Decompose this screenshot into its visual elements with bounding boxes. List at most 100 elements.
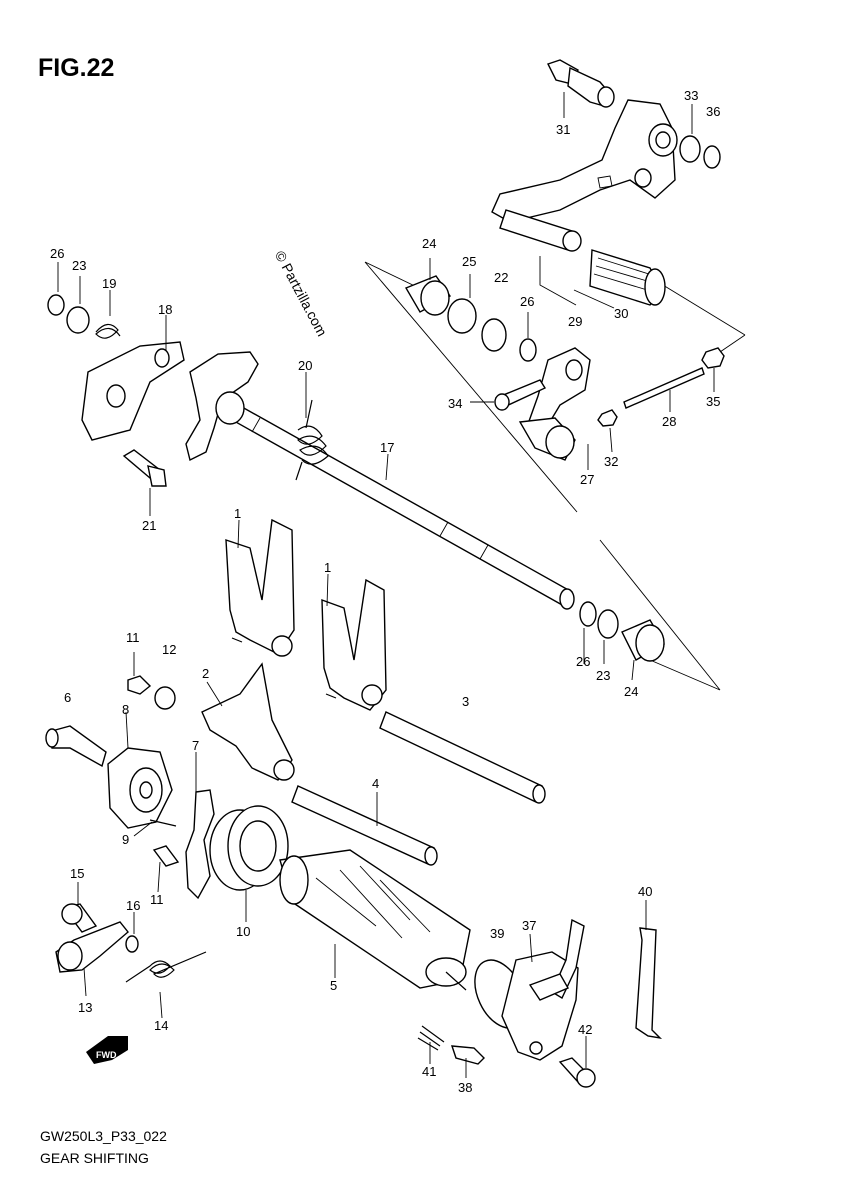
- callout-21: 21: [142, 518, 156, 533]
- callout-8: 8: [122, 702, 129, 717]
- fork-shaft-3: [379, 711, 546, 804]
- figure-title: FIG.22: [38, 54, 115, 82]
- callout-39: 39: [490, 926, 504, 941]
- callout-26c: 26: [576, 654, 590, 669]
- callout-2: 2: [202, 666, 209, 681]
- shift-fork-2: [201, 662, 295, 781]
- assembly-bracket: [364, 261, 746, 691]
- callout-40: 40: [638, 884, 652, 899]
- callout-36: 36: [706, 104, 720, 119]
- callout-28: 28: [662, 414, 676, 429]
- fwd-arrow-icon: FWD: [86, 1036, 128, 1064]
- shift-link-arm: [518, 347, 591, 461]
- return-spring: [295, 399, 329, 481]
- washer-33: [679, 135, 701, 163]
- leader-lines: [57, 92, 715, 1078]
- shift-fork-1-lower: [321, 578, 387, 711]
- washer-12: [154, 686, 176, 710]
- circlip-26-right: [579, 601, 597, 627]
- washer-22: [481, 318, 507, 352]
- fork-shaft-4: [291, 785, 438, 866]
- callout-24a: 24: [422, 236, 436, 251]
- callout-37: 37: [522, 918, 536, 933]
- shift-rod-28: [623, 367, 705, 409]
- circlip-36: [703, 145, 721, 169]
- nut-35: [701, 347, 725, 369]
- washer-23-right: [597, 609, 619, 639]
- callout-22: 22: [494, 270, 508, 285]
- callout-42: 42: [578, 1022, 592, 1037]
- callout-13: 13: [78, 1000, 92, 1015]
- oil-seal-25: [447, 298, 477, 334]
- callout-27: 27: [580, 472, 594, 487]
- callout-4: 4: [372, 776, 379, 791]
- callout-17: 17: [380, 440, 394, 455]
- callout-15: 15: [70, 866, 84, 881]
- callout-19: 19: [102, 276, 116, 291]
- callout-14: 14: [154, 1018, 168, 1033]
- callout-32: 32: [604, 454, 618, 469]
- callout-11a: 11: [126, 630, 140, 645]
- bush-24-right: [621, 619, 665, 662]
- callout-35: 35: [706, 394, 720, 409]
- gearshift-lever: [491, 99, 678, 252]
- bolt-11-lower: [152, 845, 180, 867]
- bolt-11-top: [127, 675, 152, 695]
- callout-26b: 26: [520, 294, 534, 309]
- pin-9: [149, 819, 177, 827]
- callout-38: 38: [458, 1080, 472, 1095]
- washer-16: [125, 935, 139, 953]
- callout-1a: 1: [234, 506, 241, 521]
- cam-plate-18: [81, 341, 185, 441]
- callout-41: 41: [422, 1064, 436, 1079]
- callout-12: 12: [162, 642, 176, 657]
- callout-23a: 23: [72, 258, 86, 273]
- callout-33: 33: [684, 88, 698, 103]
- nut-32: [597, 409, 618, 427]
- callout-25: 25: [462, 254, 476, 269]
- circlip-26-top: [519, 338, 537, 362]
- spring-14: [125, 951, 207, 983]
- callout-5: 5: [330, 978, 337, 993]
- callout-23b: 23: [596, 668, 610, 683]
- gearshift-cam-drum: [279, 849, 471, 991]
- washer-23-top: [66, 306, 90, 334]
- pin-6: [45, 725, 107, 768]
- callout-26a: 26: [50, 246, 64, 261]
- spring-19: [95, 323, 121, 339]
- callout-11b: 11: [150, 892, 164, 907]
- callout-29: 29: [568, 314, 582, 329]
- diagram-name: GEAR SHIFTING: [40, 1150, 149, 1166]
- wire-40: [635, 927, 663, 1040]
- callout-16: 16: [126, 898, 140, 913]
- plate-7: [185, 789, 215, 900]
- callout-20: 20: [298, 358, 312, 373]
- callout-10: 10: [236, 924, 250, 939]
- bush-24-top: [404, 275, 452, 316]
- footpeg-rubber: [589, 249, 666, 306]
- callout-31: 31: [556, 122, 570, 137]
- shift-fork-1-upper: [225, 518, 295, 657]
- callout-labels: 1 1 2 3 4 5 6 7 8 9 10 11 11 12 13 14 15…: [50, 88, 720, 1095]
- callout-30: 30: [614, 306, 628, 321]
- gearshift-cam-stopper-8: [107, 747, 173, 829]
- shift-pivot-bolt: [547, 59, 615, 108]
- callout-24b: 24: [624, 684, 638, 699]
- callout-3: 3: [462, 694, 469, 709]
- callout-9: 9: [122, 832, 129, 847]
- bearing-10: [209, 805, 289, 891]
- callout-18: 18: [158, 302, 172, 317]
- pin-38: [450, 1045, 485, 1065]
- bolt-42: [558, 1057, 596, 1088]
- shift-arm-18-plate: [185, 351, 259, 462]
- bolt-21: [122, 449, 167, 487]
- diagram-code: GW250L3_P33_022: [40, 1128, 167, 1144]
- fwd-label: FWD: [96, 1050, 117, 1060]
- circlip-26-left: [47, 294, 65, 316]
- callout-6: 6: [64, 690, 71, 705]
- spring-41: [417, 1025, 445, 1051]
- callout-7: 7: [192, 738, 199, 753]
- bolt-15: [61, 903, 98, 933]
- cover-plate-37: [501, 918, 585, 1061]
